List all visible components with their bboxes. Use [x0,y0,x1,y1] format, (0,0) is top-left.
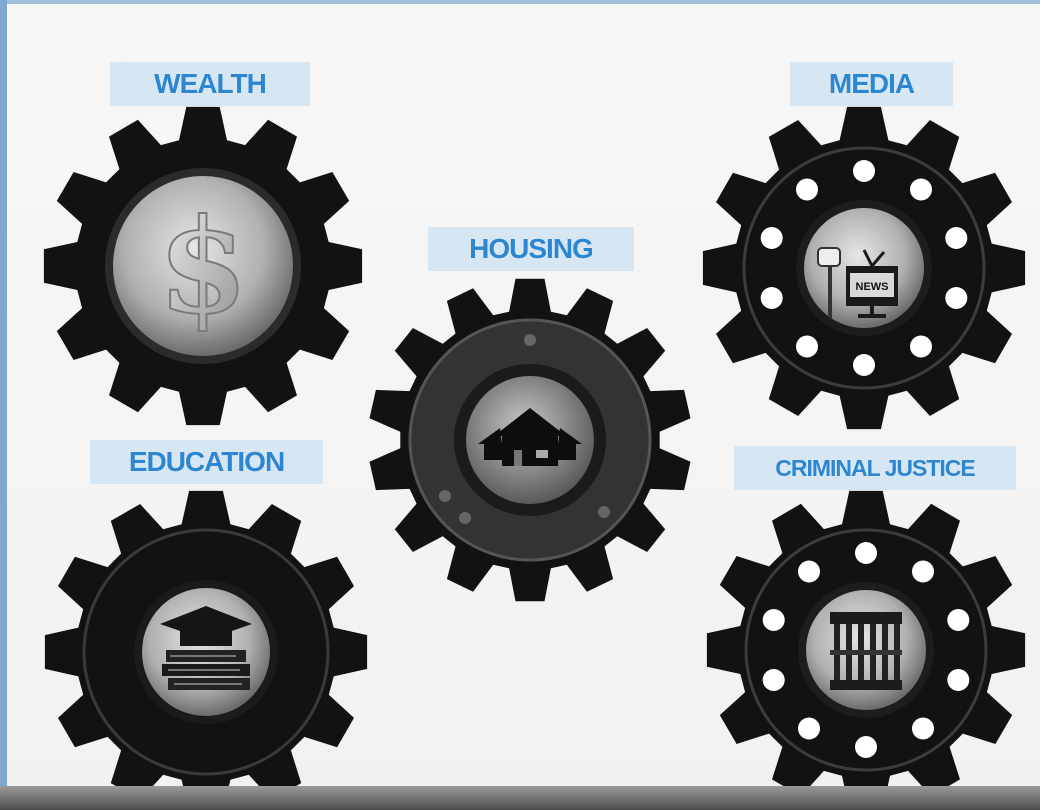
housing-gear [369,278,691,602]
dollar-icon: $ [158,190,248,343]
gear-hole [796,335,818,358]
gear-hole [912,717,934,740]
gear-hole [762,669,785,691]
gear-hole [910,178,932,201]
label-education: EDUCATION [90,440,323,484]
news-text: NEWS [856,281,889,293]
education-gear-rim [82,528,330,776]
jail-bars-icon [830,612,902,690]
frame-top-edge [0,0,1040,4]
criminal-justice-gear [706,490,1026,810]
news-icon: NEWS [817,247,898,318]
gear-hole [853,160,875,182]
label-housing: HOUSING [428,227,634,271]
media-gear-rim [742,146,986,390]
gear-hole [855,542,877,564]
gear-hole [910,335,932,358]
house-icon [478,408,582,466]
wealth-hub [113,176,293,356]
education-gear [44,490,368,810]
graduation-books-icon [160,606,252,690]
gear-hole [945,227,968,249]
gear-hole [760,227,783,249]
gear-hole [912,560,934,583]
wealth-gear: $ [43,106,363,426]
gear-hole [796,178,818,201]
gear-hole [947,669,970,691]
gear-hole [760,287,783,309]
label-media: MEDIA [790,62,953,106]
frame-left-edge [0,0,7,790]
player-bottom-bar [0,786,1040,810]
criminal-justice-gear-rim [744,528,988,772]
label-criminal-justice: CRIMINAL JUSTICE [734,446,1016,490]
gear-hole [798,717,820,740]
gear-hole [853,354,875,376]
media-gear: NEWS [702,106,1026,430]
gear-hole [855,736,877,758]
label-wealth: WEALTH [110,62,310,106]
gear-hole [947,609,970,631]
gear-hole [945,287,968,309]
gear-hole [762,609,785,631]
gear-hole [798,560,820,583]
